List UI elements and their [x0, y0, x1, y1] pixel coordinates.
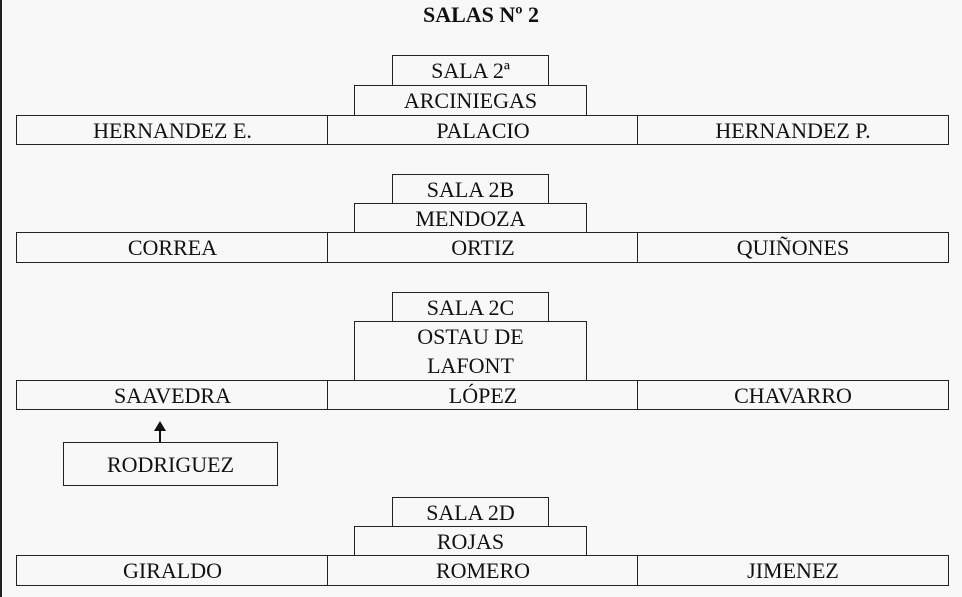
- sala-label: SALA 2C: [392, 292, 549, 322]
- sala-head: OSTAU DE LAFONT: [354, 321, 587, 381]
- sala-head: MENDOZA: [354, 203, 587, 233]
- member-box: JIMENEZ: [637, 555, 949, 586]
- arrow-shaft: [159, 428, 161, 442]
- sala-head: ROJAS: [354, 526, 587, 556]
- member-box: LÓPEZ: [327, 380, 639, 410]
- sala-label: SALA 2D: [392, 497, 549, 527]
- member-box: SAAVEDRA: [16, 380, 329, 410]
- member-box: ROMERO: [327, 555, 639, 586]
- member-box: ORTIZ: [327, 232, 639, 263]
- member-box: QUIÑONES: [637, 232, 949, 263]
- member-box: GIRALDO: [16, 555, 329, 586]
- member-box: HERNANDEZ E.: [16, 115, 329, 145]
- member-box: PALACIO: [327, 115, 639, 145]
- sala-head: ARCINIEGAS: [354, 85, 587, 116]
- member-box: CORREA: [16, 232, 329, 263]
- arrow-up-icon: [154, 421, 166, 431]
- member-box: HERNANDEZ P.: [637, 115, 949, 145]
- page-title: SALAS Nº 2: [422, 2, 540, 27]
- sala-label: SALA 2ª: [392, 55, 549, 86]
- member-box: CHAVARRO: [637, 380, 949, 410]
- replacement-box: RODRIGUEZ: [63, 442, 278, 486]
- sala-label: SALA 2B: [392, 174, 549, 204]
